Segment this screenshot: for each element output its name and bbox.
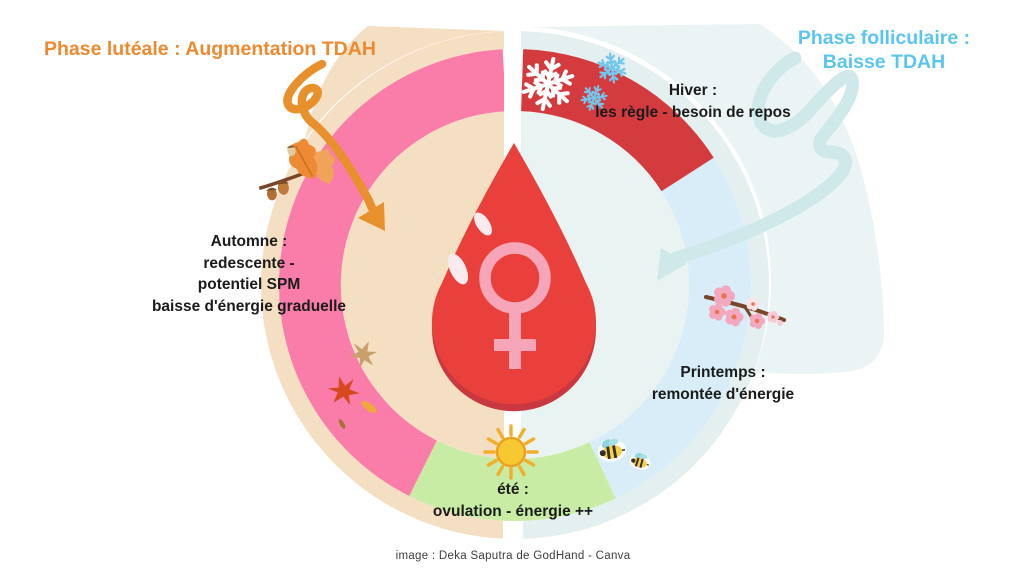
follicular-phase-title: Phase folliculaire : Baisse TDAH [798,26,970,74]
spring-label-line2: remontée d'énergie [651,385,795,403]
squiggly-arrow-blue [657,51,860,281]
spring-season-label: Printemps : remontée d'énergie [652,362,794,405]
winter-season-label: Hiver : les règle - besoin de repos [595,80,791,123]
autumn-season-label: Automne : redescente - potentiel SPM bai… [152,231,346,317]
squiggly-arrow-orange [283,59,385,231]
winter-label-line2: les règle - besoin de repos [595,103,791,121]
follicular-phase-title-line2: Baisse TDAH [822,51,946,73]
drop-body [432,143,596,405]
autumn-label-line2: redescente - [203,254,295,272]
segment-autumn-pink [278,49,506,497]
small-leaf-icon-brown [338,419,346,429]
cherry-blossom-icon [704,285,786,329]
background-arc-ice [533,24,885,374]
autumn-label-line3: potentiel SPM [197,276,301,293]
follicular-phase-title-line1: Phase folliculaire : [797,27,971,49]
spring-label-line1: Printemps : [680,364,766,381]
divider-strip-bottom [503,521,523,540]
small-leaf-icon-orange [361,401,377,413]
segment-summer-green [409,440,616,522]
drop-highlight-large [447,253,469,285]
image-credit-caption: image : Deka Saputra de GodHand - Canva [395,550,631,562]
summer-label-line1: été : [497,481,529,498]
summer-season-label: été : ovulation - énergie ++ [433,479,593,522]
oak-leaf-acorns-icon [258,138,335,201]
female-sign-icon [479,242,551,369]
blood-drop-icon [432,143,596,412]
summer-label-line2: ovulation - énergie ++ [432,502,594,520]
luteal-phase-title: Phase lutéale : Augmentation TDAH [44,38,376,60]
autumn-label-line1: Automne : [210,233,288,250]
winter-label-line1: Hiver : [668,82,718,99]
sun-icon [483,424,539,480]
autumn-label-line4: baisse d'énergie graduelle [151,297,347,315]
drop-highlight-small [474,212,492,236]
background-arc-cream [305,26,505,140]
